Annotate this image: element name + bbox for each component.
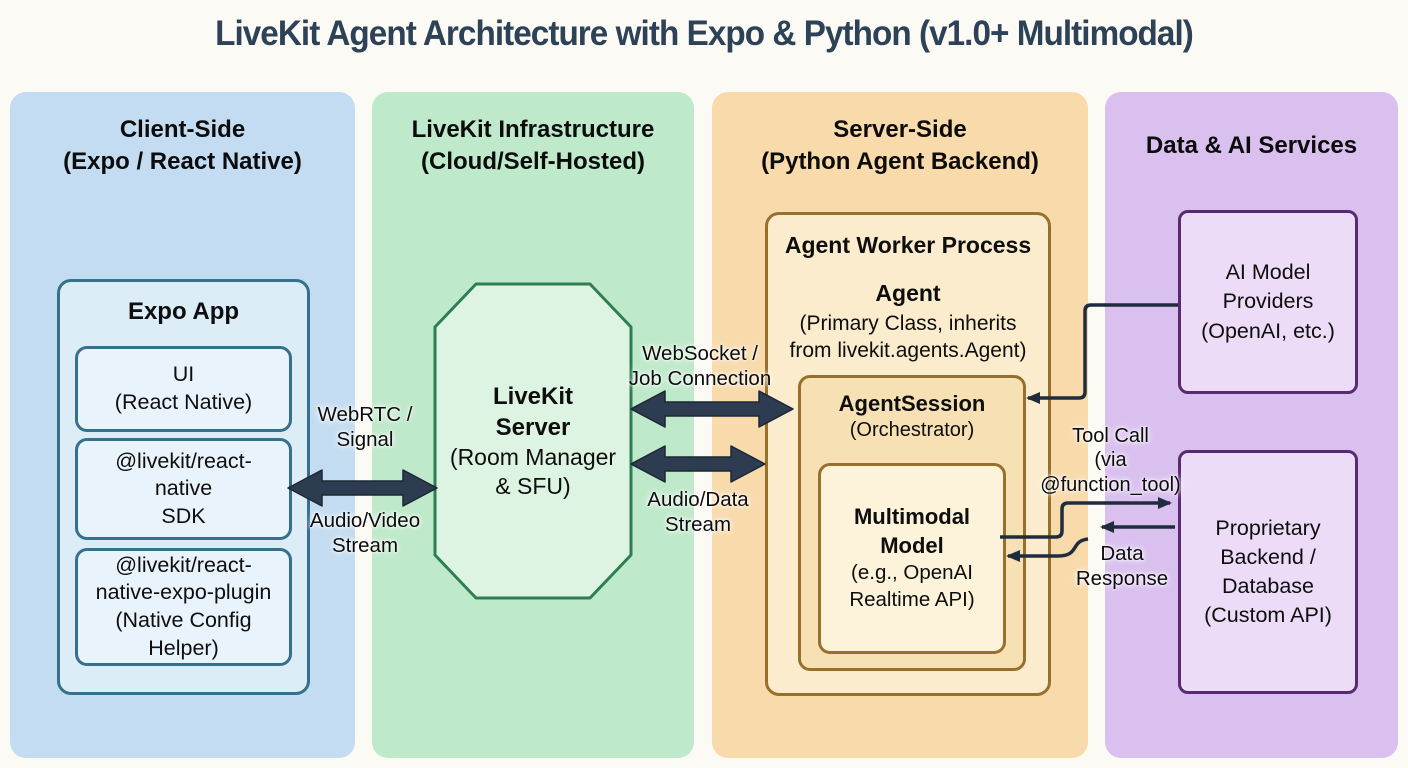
label-data-response: Data Response xyxy=(1075,542,1169,590)
livekit-react-native-sdk-box: @livekit/react- native SDK xyxy=(75,438,292,540)
label-tool-call: Tool Call (via @function_tool) xyxy=(1040,425,1181,496)
label-websocket-job-connection: WebSocket / Job Connection xyxy=(628,342,772,390)
livekit-server-subtitle: (Room Manager & SFU) xyxy=(449,444,617,500)
label-audio-data-stream: Audio/Data Stream xyxy=(647,488,749,536)
column-server: Server-Side (Python Agent Backend) Agent… xyxy=(712,92,1088,758)
column-infra-header: LiveKit Infrastructure (Cloud/Self-Hoste… xyxy=(411,116,655,176)
multimodal-model-title: Multimodal Model xyxy=(853,504,971,558)
column-client: Client-Side (Expo / React Native) Expo A… xyxy=(10,92,355,758)
agent-class-title: Agent xyxy=(875,280,941,306)
multimodal-model-box: Multimodal Model (e.g., OpenAI Realtime … xyxy=(818,463,1006,654)
column-services: Data & AI Services AI Model Providers (O… xyxy=(1105,92,1398,758)
agent-session-subtitle: (Orchestrator) xyxy=(849,419,975,441)
column-client-header: Client-Side (Expo / React Native) xyxy=(63,116,302,176)
agent-class-subtitle: (Primary Class, inherits from livekit.ag… xyxy=(789,312,1027,363)
expo-app-box: Expo App UI (React Native) @livekit/reac… xyxy=(57,279,310,695)
multimodal-model-subtitle: (e.g., OpenAI Realtime API) xyxy=(849,561,975,612)
livekit-server-octagon-shape xyxy=(433,282,633,600)
column-server-header: Server-Side (Python Agent Backend) xyxy=(761,116,1039,176)
agent-worker-process-box: Agent Worker Process Agent (Primary Clas… xyxy=(765,212,1051,696)
diagram-title: LiveKit Agent Architecture with Expo & P… xyxy=(215,14,1194,53)
label-webrtc-signal: WebRTC / Signal xyxy=(317,403,413,451)
ai-model-providers-box: AI Model Providers (OpenAI, etc.) xyxy=(1178,210,1358,394)
livekit-server-box: LiveKit Server (Room Manager & SFU) xyxy=(432,281,634,601)
expo-plugin-box: @livekit/react- native-expo-plugin (Nati… xyxy=(75,548,292,666)
proprietary-backend-box: Proprietary Backend / Database (Custom A… xyxy=(1178,450,1358,694)
expo-app-title: Expo App xyxy=(127,298,240,325)
label-audio-video-stream: Audio/Video Stream xyxy=(309,509,421,557)
agent-session-title: AgentSession xyxy=(838,391,986,416)
agent-session-box: AgentSession (Orchestrator) Multimodal M… xyxy=(798,375,1026,671)
column-services-header: Data & AI Services xyxy=(1145,132,1358,159)
agent-worker-process-title: Agent Worker Process xyxy=(784,232,1032,258)
ui-react-native-box: UI (React Native) xyxy=(75,346,292,432)
livekit-server-title: LiveKit Server xyxy=(492,383,573,442)
